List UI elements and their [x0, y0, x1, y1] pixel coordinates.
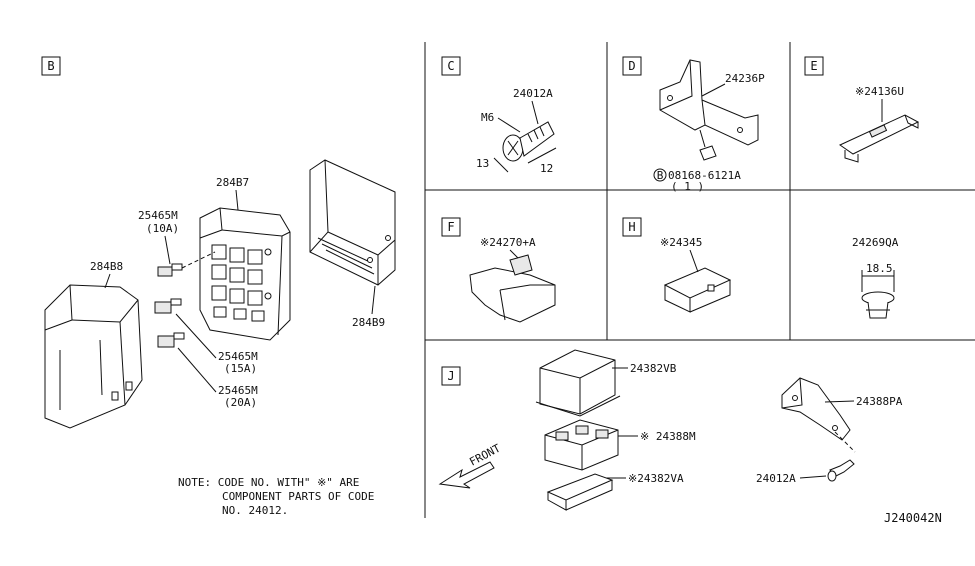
clip-24269qa-drawing — [861, 270, 895, 319]
cover-284b8-drawing — [44, 284, 143, 429]
label-clip-h-code: ※24345 — [660, 236, 702, 249]
label-bolt-dim-13: 13 — [476, 157, 489, 170]
svg-text:F: F — [447, 220, 454, 234]
cover-24382vb-drawing — [535, 349, 621, 417]
label-clip-plain-dim: 18.5 — [866, 262, 893, 275]
svg-text:E: E — [810, 59, 817, 73]
label-box-m: ※ 24388M — [640, 430, 696, 443]
label-fuse-20a-rating: (20A) — [224, 396, 257, 409]
fuse-10a-drawing — [157, 263, 183, 277]
svg-text:C: C — [447, 59, 454, 73]
bracket-bolt-circle-b: B — [653, 168, 667, 182]
section-label-j: J — [441, 366, 461, 386]
section-label-e: E — [804, 56, 824, 76]
label-bolt-dim-12: 12 — [540, 162, 553, 175]
bolt-j-drawing — [827, 459, 855, 482]
label-clip-plain-code: 24269QA — [852, 236, 899, 249]
front-arrow-icon — [438, 461, 495, 489]
cover-24382va-drawing — [546, 473, 614, 511]
box-24388m-drawing — [544, 419, 619, 471]
label-fuse-15a-code: 25465M — [218, 350, 258, 363]
label-fuse-20a-code: 25465M — [218, 384, 258, 397]
fuse-block-284b7-drawing — [199, 207, 291, 341]
label-bracket-bolt-qty: ( 1 ) — [671, 180, 704, 193]
section-label-f: F — [441, 217, 461, 237]
label-clip-f-code: ※24270+A — [480, 236, 536, 249]
clip-24270a-drawing — [469, 254, 556, 323]
label-bracket-code: 24236P — [725, 72, 765, 85]
label-fuse-10a-rating: (10A) — [146, 222, 179, 235]
svg-text:J: J — [447, 369, 454, 383]
label-bolt-code: 24012A — [513, 87, 553, 100]
section-label-c: C — [441, 56, 461, 76]
svg-text:H: H — [628, 220, 635, 234]
section-label-b: B — [41, 56, 61, 76]
note-line-3: NO. 24012. — [222, 504, 288, 517]
svg-text:B: B — [47, 59, 54, 73]
label-fuse-15a-rating: (15A) — [224, 362, 257, 375]
label-fuse-10a-code: 25465M — [138, 209, 178, 222]
note-line-1: NOTE: CODE NO. WITH" ※" ARE — [178, 476, 359, 489]
label-clip-e-code: ※24136U — [855, 85, 904, 98]
clip-24345-drawing — [663, 267, 732, 313]
fuse-15a-drawing — [154, 298, 182, 314]
grid-lines — [424, 42, 975, 518]
bracket-24236p-drawing — [659, 59, 759, 161]
bracket-24388pa-drawing — [781, 377, 851, 441]
note-line-2: COMPONENT PARTS OF CODE — [222, 490, 374, 503]
svg-text:B: B — [657, 169, 664, 182]
section-label-d: D — [622, 56, 642, 76]
section-label-h: H — [622, 217, 642, 237]
clip-24136u-drawing — [838, 114, 920, 163]
bracket-284b9-drawing — [309, 159, 396, 286]
label-cover-va: ※24382VA — [628, 472, 684, 485]
svg-text:D: D — [628, 59, 635, 73]
fuse-20a-drawing — [157, 332, 185, 348]
label-cover-vb: 24382VB — [630, 362, 677, 375]
label-284b7: 284B7 — [216, 176, 249, 189]
label-bolt-thread: M6 — [481, 111, 494, 124]
label-284b9: 284B9 — [352, 316, 385, 329]
label-bracket-pa: 24388PA — [856, 395, 903, 408]
diagram-id: J240042N — [884, 511, 942, 525]
bolt-24012a-drawing — [502, 121, 555, 162]
label-284b8: 284B8 — [90, 260, 123, 273]
label-bracket-bolt-code: 08168-6121A — [668, 169, 741, 182]
label-bolt-j: 24012A — [756, 472, 796, 485]
